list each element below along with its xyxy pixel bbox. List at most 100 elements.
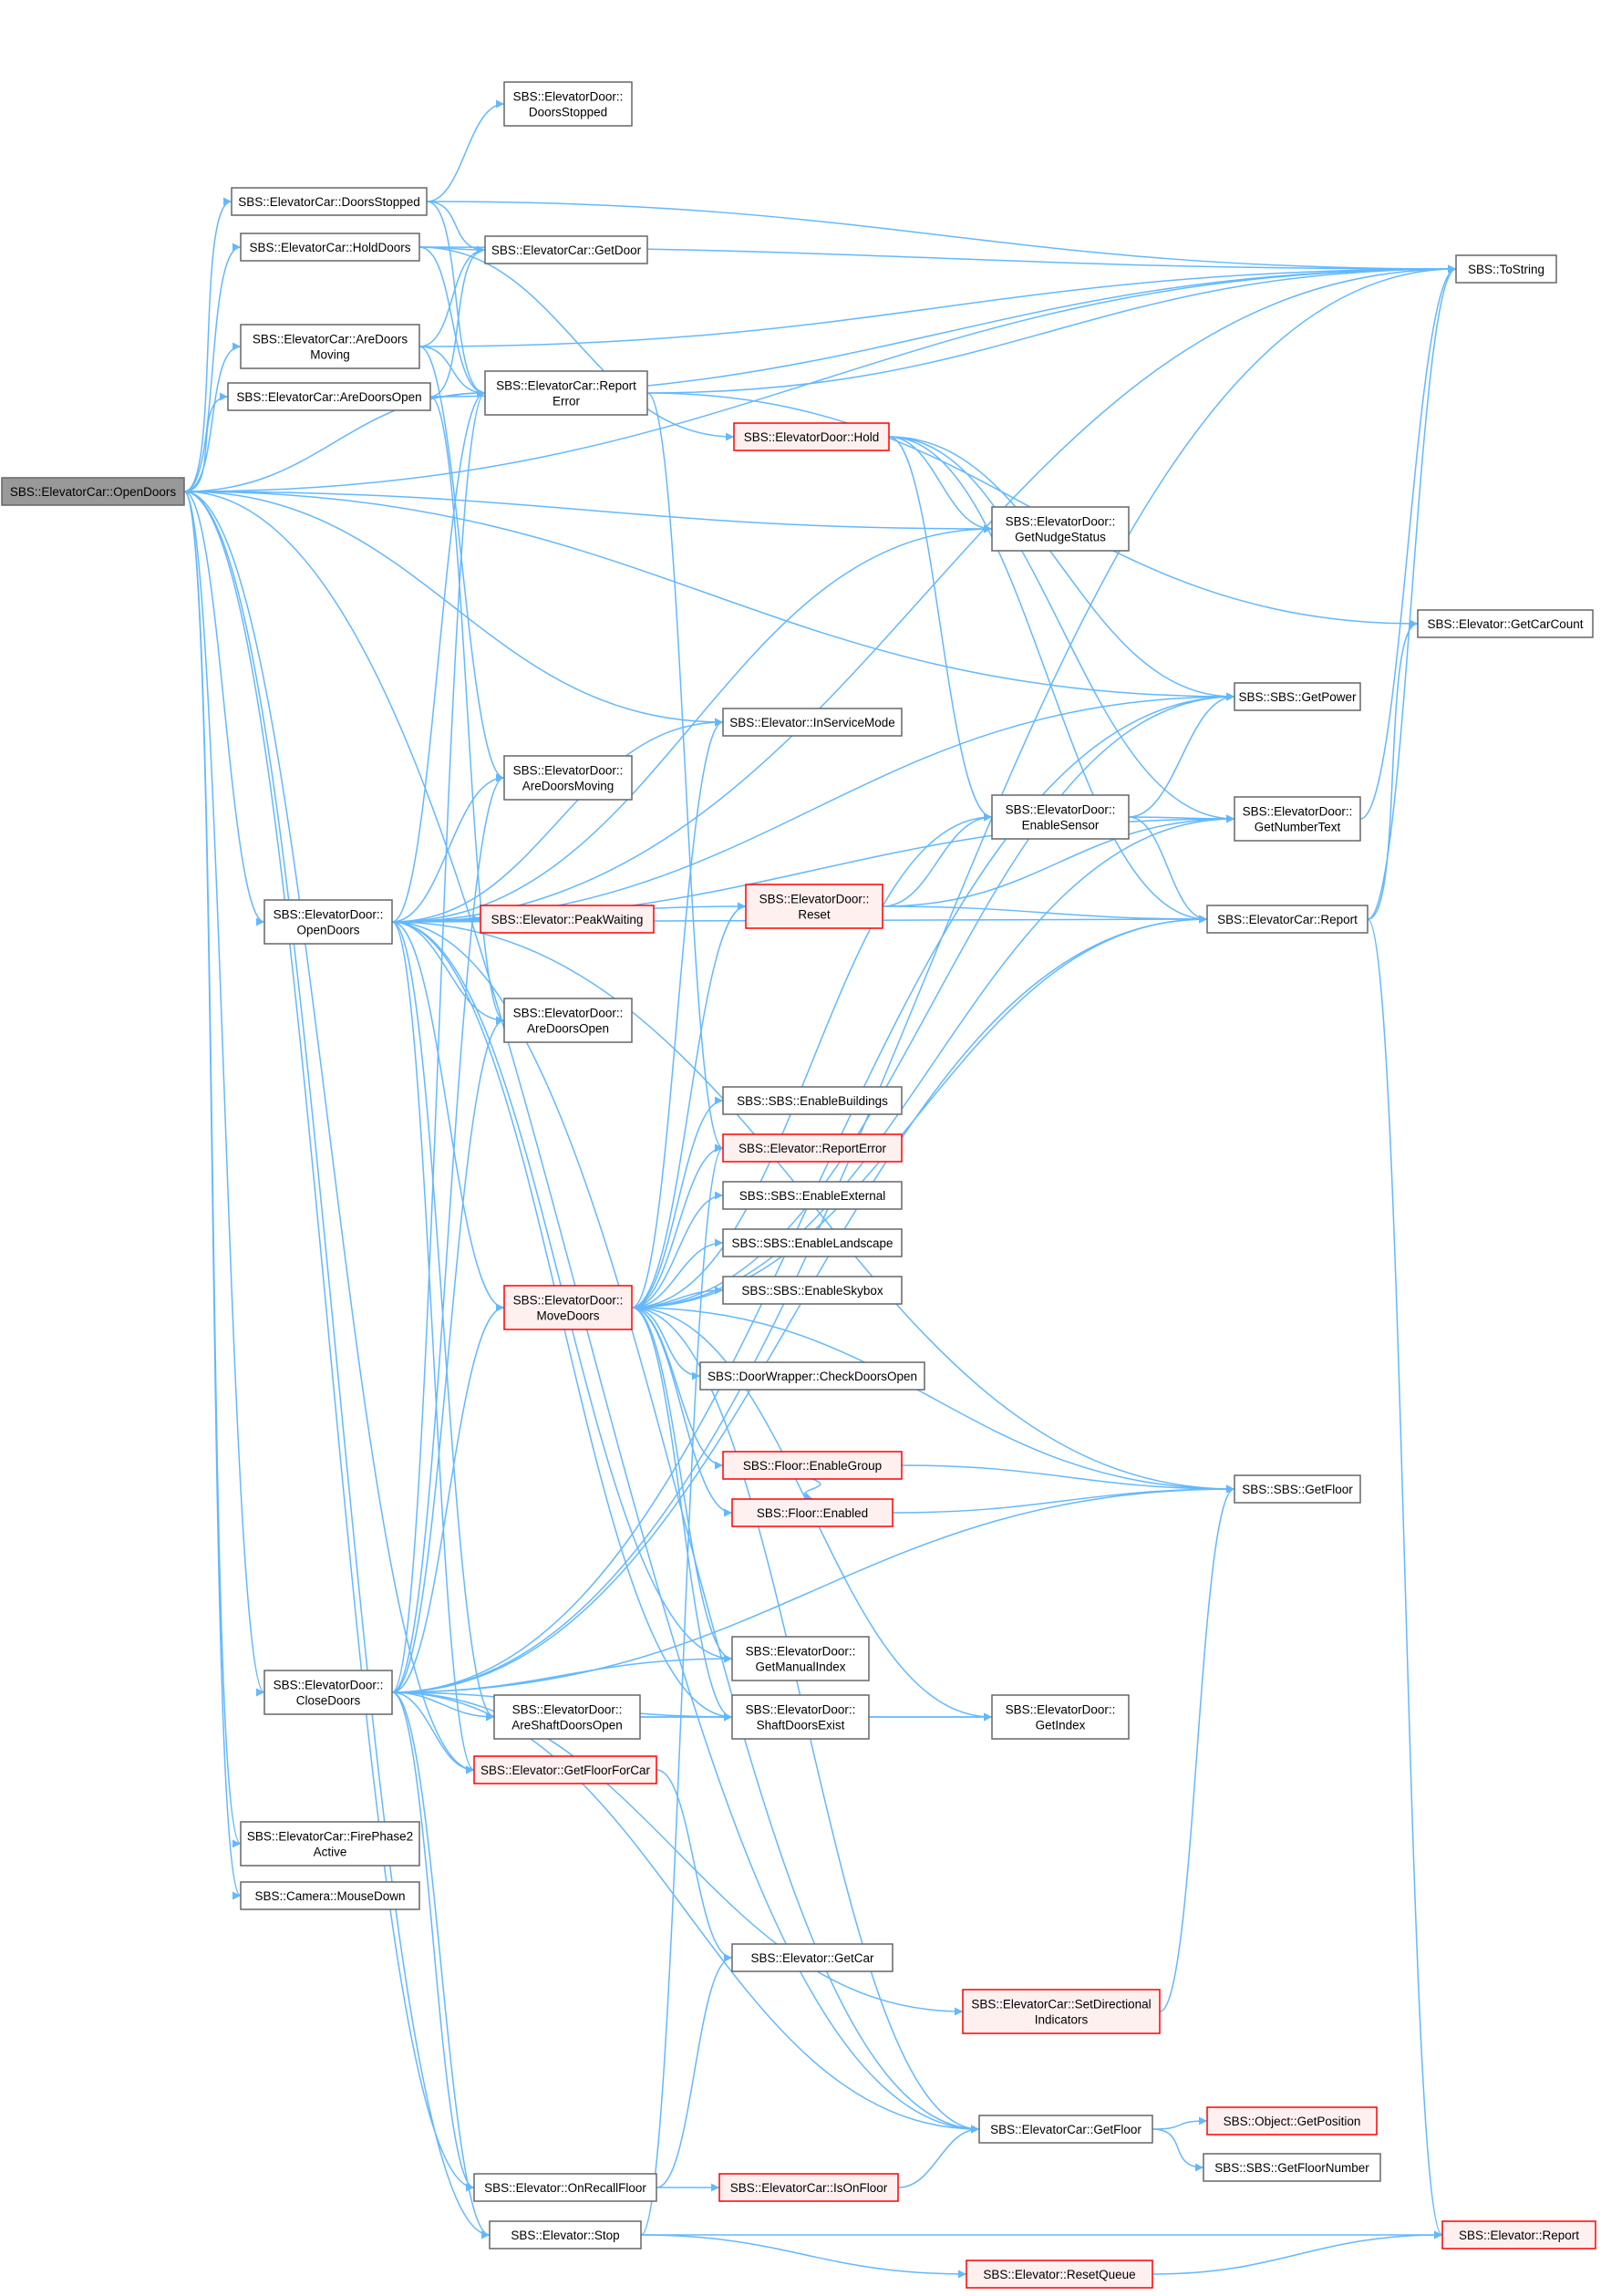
edge-door_opendoors-to-door_areshaftdoorsopen [391, 921, 495, 1722]
node-car_report[interactable]: SBS::ElevatorCar::Report [1206, 905, 1369, 934]
node-door_reset[interactable]: SBS::ElevatorDoor::Reset [745, 884, 883, 929]
node-elev_peakwaiting[interactable]: SBS::Elevator::PeakWaiting [480, 905, 655, 934]
node-box [484, 235, 648, 264]
node-sbs_getfloornumber[interactable]: SBS::SBS::GetFloorNumber [1203, 2153, 1381, 2182]
node-label: SBS::Elevator::InServiceMode [729, 716, 895, 729]
node-sbs_enableskybox[interactable]: SBS::SBS::EnableSkybox [722, 1276, 903, 1305]
node-car_isonfloor[interactable]: SBS::ElevatorCar::IsOnFloor [718, 2173, 899, 2202]
node-door_hold[interactable]: SBS::ElevatorDoor::Hold [733, 422, 890, 451]
node-box [722, 708, 903, 737]
node-door_enablesensor[interactable]: SBS::ElevatorDoor::EnableSensor [991, 794, 1130, 840]
edge-opendoors_car-to-sbs_getpower [183, 491, 1235, 701]
edge-door_movedoors-to-door_shaftdoorsexist [631, 1307, 733, 1722]
node-box [503, 755, 633, 801]
node-car_aredoorsopen[interactable]: SBS::ElevatorCar::AreDoorsOpen [227, 382, 431, 411]
node-opendoors_car[interactable]: SBS::ElevatorCar::OpenDoors [1, 477, 185, 506]
edge-car_report-to-elev_getcarcount [1367, 619, 1419, 920]
node-car_getfloor[interactable]: SBS::ElevatorCar::GetFloor [978, 2115, 1153, 2144]
edge-door_closedoors-to-door_movedoors [391, 1303, 505, 1693]
node-door_aredoorsmoving[interactable]: SBS::ElevatorDoor::AreDoorsMoving [503, 755, 633, 801]
node-box [503, 1285, 633, 1330]
edge-door_closedoors-to-door_aredoorsmoving [391, 773, 505, 1693]
node-car_doorsstopped[interactable]: SBS::ElevatorCar::DoorsStopped [231, 187, 428, 216]
node-elev_stop[interactable]: SBS::Elevator::Stop [489, 2220, 642, 2249]
edge-car_getfloor-to-sbs_getfloornumber [1152, 2128, 1204, 2172]
node-label: CloseDoors [296, 1694, 361, 1708]
edge-door_opendoors-to-tostring [391, 264, 1457, 923]
node-elev_report[interactable]: SBS::Elevator::Report [1441, 2220, 1596, 2249]
node-box [493, 1694, 641, 1740]
node-box [1234, 1474, 1361, 1504]
edge-door_opendoors-to-door_aredoorsmoving [391, 773, 505, 923]
node-floor_enabled[interactable]: SBS::Floor::Enabled [731, 1498, 893, 1527]
edge-door_movedoors-to-door_getmanualindex [631, 1307, 733, 1663]
node-box [1417, 609, 1594, 638]
edge-car_doorsstopped-to-car_getdoor [426, 201, 486, 254]
node-door_getnudgestatus[interactable]: SBS::ElevatorDoor::GetNudgeStatus [991, 506, 1130, 552]
node-box [1203, 2153, 1381, 2182]
node-box [240, 324, 420, 369]
node-box [263, 899, 393, 945]
node-door_areshaftdoorsopen[interactable]: SBS::ElevatorDoor::AreShaftDoorsOpen [493, 1694, 641, 1740]
node-tostring[interactable]: SBS::ToString [1455, 254, 1557, 284]
edge-door_reset-to-car_report [882, 905, 1208, 924]
node-sbs_enablebuildings[interactable]: SBS::SBS::EnableBuildings [722, 1086, 903, 1115]
edge-car_doorsstopped-to-tostring [426, 201, 1457, 274]
node-car_getdoor[interactable]: SBS::ElevatorCar::GetDoor [484, 235, 648, 264]
node-floor_enablegroup[interactable]: SBS::Floor::EnableGroup [722, 1451, 903, 1480]
node-car_holddoors[interactable]: SBS::ElevatorCar::HoldDoors [240, 233, 420, 262]
node-door_shaftdoorsexist[interactable]: SBS::ElevatorDoor::ShaftDoorsExist [731, 1694, 870, 1740]
node-label: DoorsStopped [529, 106, 607, 119]
edge-elev_onrecallfloor-to-elev_getcar [656, 1953, 733, 2188]
node-box [731, 1636, 870, 1681]
node-sbs_getfloor[interactable]: SBS::SBS::GetFloor [1234, 1474, 1361, 1504]
node-car_aredoorsmoving[interactable]: SBS::ElevatorCar::AreDoorsMoving [240, 324, 420, 369]
node-sbs_getpower[interactable]: SBS::SBS::GetPower [1234, 682, 1361, 711]
node-label: SBS::SBS::EnableBuildings [737, 1094, 888, 1108]
node-label: SBS::ToString [1468, 263, 1544, 276]
edge-door_enablesensor-to-car_report [1128, 816, 1208, 924]
edge-opendoors_car-to-car_aredoorsopen [183, 392, 229, 492]
edge-door_opendoors-to-door_movedoors [391, 921, 505, 1312]
edge-opendoors_car-to-car_holddoors [183, 243, 242, 492]
node-box [722, 1276, 903, 1305]
node-label: OpenDoors [296, 924, 359, 937]
edge-opendoors_car-to-door_closedoors [183, 491, 265, 1697]
node-elev_inservicemode[interactable]: SBS::Elevator::InServiceMode [722, 708, 903, 737]
node-door_opendoors[interactable]: SBS::ElevatorDoor::OpenDoors [263, 899, 393, 945]
node-door_doorsstopped[interactable]: SBS::ElevatorDoor::DoorsStopped [503, 81, 633, 127]
node-label: SBS::SBS::GetPower [1238, 690, 1357, 704]
node-camera_mousedown[interactable]: SBS::Camera::MouseDown [240, 1881, 420, 1910]
edge-car_aredoorsopen-to-car_getdoor [429, 245, 486, 398]
node-elev_getfloorforcar[interactable]: SBS::Elevator::GetFloorForCar [473, 1755, 657, 1784]
edge-door_reset-to-door_enablesensor [882, 812, 993, 907]
node-label: SBS::Object::GetPosition [1224, 2115, 1361, 2128]
node-door_getnumbertext[interactable]: SBS::ElevatorDoor::GetNumberText [1234, 796, 1361, 842]
edge-door_reset-to-door_getnumbertext [882, 814, 1235, 907]
node-elev_reporterror[interactable]: SBS::Elevator::ReportError [722, 1133, 903, 1163]
node-car_setdirectionalindicators[interactable]: SBS::ElevatorCar::SetDirectionalIndicato… [962, 1989, 1161, 2034]
node-car_reporterror[interactable]: SBS::ElevatorCar::ReportError [484, 370, 648, 416]
node-box [991, 1694, 1130, 1740]
edge-opendoors_car-to-door_opendoors [183, 491, 265, 926]
node-door_getindex[interactable]: SBS::ElevatorDoor::GetIndex [991, 1694, 1130, 1740]
node-box [1234, 796, 1361, 842]
node-sbs_enablelandscape[interactable]: SBS::SBS::EnableLandscape [722, 1228, 903, 1257]
node-door_movedoors[interactable]: SBS::ElevatorDoor::MoveDoors [503, 1285, 633, 1330]
node-elev_getcar[interactable]: SBS::Elevator::GetCar [731, 1943, 893, 1972]
node-door_aredoorsopen[interactable]: SBS::ElevatorDoor::AreDoorsOpen [503, 998, 633, 1043]
node-elev_resetqueue[interactable]: SBS::Elevator::ResetQueue [966, 2260, 1153, 2289]
edge-door_hold-to-door_getnudgestatus [888, 436, 993, 533]
node-label: SBS::Elevator::GetFloorForCar [480, 1763, 651, 1777]
node-object_getposition[interactable]: SBS::Object::GetPosition [1206, 2106, 1378, 2136]
node-label: SBS::ElevatorCar::Report [496, 379, 636, 393]
node-sbs_enableexternal[interactable]: SBS::SBS::EnableExternal [722, 1181, 903, 1210]
node-doorwrapper_checkdoorsopen[interactable]: SBS::DoorWrapper::CheckDoorsOpen [699, 1361, 925, 1391]
node-elev_onrecallfloor[interactable]: SBS::Elevator::OnRecallFloor [473, 2173, 657, 2202]
node-box [745, 884, 883, 929]
node-door_getmanualindex[interactable]: SBS::ElevatorDoor::GetManualIndex [731, 1636, 870, 1681]
node-door_closedoors[interactable]: SBS::ElevatorDoor::CloseDoors [263, 1670, 393, 1715]
node-box [733, 422, 890, 451]
node-elev_getcarcount[interactable]: SBS::Elevator::GetCarCount [1417, 609, 1594, 638]
